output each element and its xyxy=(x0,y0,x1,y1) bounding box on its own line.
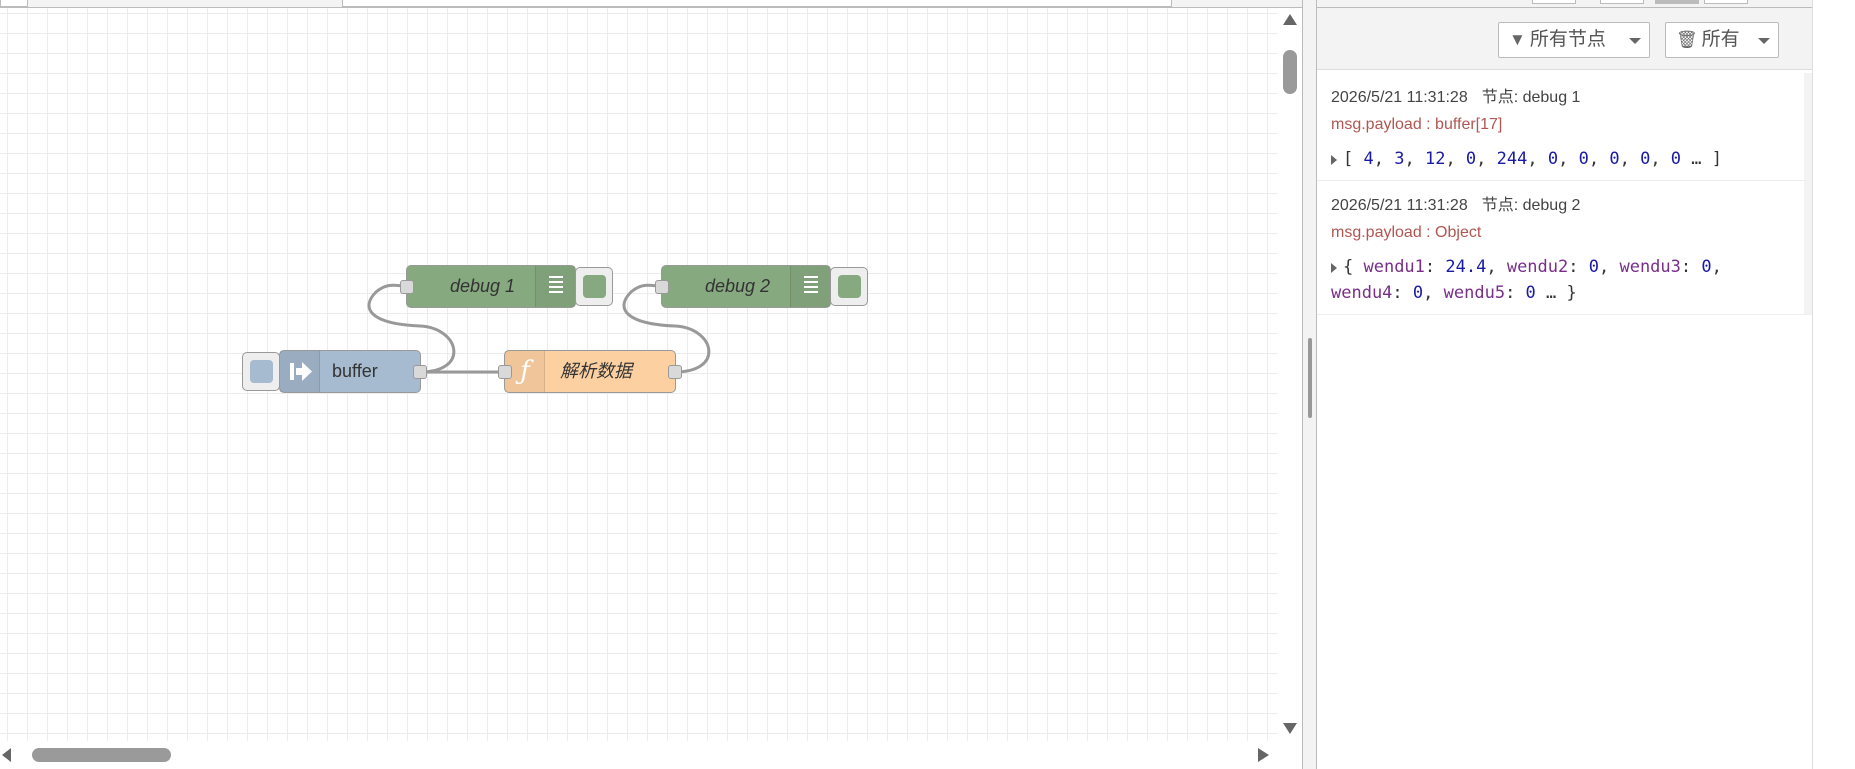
toggle-indicator xyxy=(583,275,606,298)
flow-canvas[interactable]: debug 1 debug 2 xyxy=(0,8,1278,741)
filter-nodes-button[interactable]: ▼所有节点 xyxy=(1498,22,1650,58)
input-port[interactable] xyxy=(655,280,669,294)
message-topic: msg.payload : buffer[17] xyxy=(1331,116,1503,133)
input-port[interactable] xyxy=(400,280,414,294)
debug-message[interactable]: 2026/5/21 11:31:28 节点: debug 1 msg.payloa… xyxy=(1317,73,1812,181)
output-port[interactable] xyxy=(668,365,682,379)
node-label: debug 1 xyxy=(450,276,516,296)
scroll-thumb[interactable] xyxy=(32,748,171,762)
splitter-grip[interactable] xyxy=(1308,338,1312,418)
message-value[interactable]: [ 4, 3, 12, 0, 244, 0, 0, 0, 0, 0 … ] xyxy=(1331,146,1792,172)
filter-label: 所有节点 xyxy=(1529,29,1606,50)
debug-2-toggle-button[interactable] xyxy=(830,267,868,306)
node-icon-area xyxy=(790,266,830,307)
scroll-left-icon[interactable] xyxy=(2,748,11,762)
expand-icon[interactable] xyxy=(1331,263,1337,273)
inject-trigger xyxy=(250,360,273,383)
scroll-up-icon[interactable] xyxy=(1283,14,1297,25)
sidebar-tab[interactable] xyxy=(1532,0,1576,4)
workspace-tab-bar xyxy=(0,0,1302,8)
inject-node-buffer[interactable]: buffer xyxy=(279,350,427,393)
node-label: buffer xyxy=(332,361,378,381)
node-icon-area xyxy=(535,266,575,307)
debug-1-toggle-button[interactable] xyxy=(575,267,613,306)
debug-node-1[interactable]: debug 1 xyxy=(400,265,576,308)
vertical-scrollbar[interactable] xyxy=(1278,8,1302,741)
workspace-tab[interactable] xyxy=(0,0,28,7)
wire[interactable] xyxy=(367,283,456,374)
inject-button[interactable] xyxy=(242,352,280,391)
message-value[interactable]: { wendu1: 24.4, wendu2: 0, wendu3: 0,wen… xyxy=(1331,257,1722,303)
workspace-tab[interactable] xyxy=(342,0,1172,7)
message-node-link[interactable]: 节点: debug 1 xyxy=(1481,89,1581,106)
clear-messages-button[interactable]: 🗑所有 xyxy=(1665,22,1779,58)
list-icon xyxy=(804,276,818,297)
sidebar-tab[interactable] xyxy=(1600,0,1644,4)
node-icon-area xyxy=(280,351,320,392)
sidebar-tab-bar xyxy=(1317,0,1812,8)
toggle-indicator xyxy=(838,275,861,298)
function-node[interactable]: ƒ 解析数据 xyxy=(498,350,682,393)
function-icon: ƒ xyxy=(520,356,530,386)
debug-message[interactable]: 2026/5/21 11:31:28 节点: debug 2 msg.payloa… xyxy=(1317,181,1812,315)
scroll-right-icon[interactable] xyxy=(1258,748,1269,762)
output-port[interactable] xyxy=(413,365,427,379)
node-label: 解析数据 xyxy=(560,361,632,381)
message-meta: 2026/5/21 11:31:28 节点: debug 2 xyxy=(1331,191,1792,215)
clear-label: 所有 xyxy=(1701,29,1740,50)
message-meta: 2026/5/21 11:31:28 节点: debug 1 xyxy=(1331,83,1792,107)
node-label: debug 2 xyxy=(705,276,771,296)
input-port[interactable] xyxy=(498,365,512,379)
sidebar-splitter[interactable] xyxy=(1302,0,1317,769)
trash-icon: 🗑 xyxy=(1676,30,1698,49)
scroll-thumb[interactable] xyxy=(1283,50,1297,94)
horizontal-scrollbar[interactable] xyxy=(0,741,1278,769)
arrow-right-icon xyxy=(290,362,312,381)
message-node-link[interactable]: 节点: debug 2 xyxy=(1481,197,1581,214)
workspace: debug 1 debug 2 xyxy=(0,0,1302,769)
message-timestamp: 2026/5/21 11:31:28 xyxy=(1331,89,1468,106)
debug-message-list[interactable]: 2026/5/21 11:31:28 节点: debug 1 msg.payloa… xyxy=(1317,73,1812,769)
chevron-down-icon xyxy=(1629,38,1641,44)
sidebar-tab-debug[interactable] xyxy=(1655,0,1699,4)
sidebar-tab[interactable] xyxy=(1704,0,1748,4)
wire[interactable] xyxy=(622,283,711,374)
list-icon xyxy=(549,276,563,297)
expand-icon[interactable] xyxy=(1331,155,1337,165)
debug-sidebar: ▼所有节点 🗑所有 2026/5/21 11:31:28 节点: debug 1 … xyxy=(1317,0,1812,769)
debug-toolbar: ▼所有节点 🗑所有 xyxy=(1317,8,1812,70)
wires-layer xyxy=(367,283,711,374)
chevron-down-icon xyxy=(1758,38,1770,44)
message-topic: msg.payload : Object xyxy=(1331,224,1482,241)
right-panel-edge xyxy=(1812,0,1855,769)
filter-icon: ▼ xyxy=(1509,30,1526,49)
message-timestamp: 2026/5/21 11:31:28 xyxy=(1331,197,1468,214)
scroll-down-icon[interactable] xyxy=(1283,723,1297,734)
debug-node-2[interactable]: debug 2 xyxy=(655,265,831,308)
